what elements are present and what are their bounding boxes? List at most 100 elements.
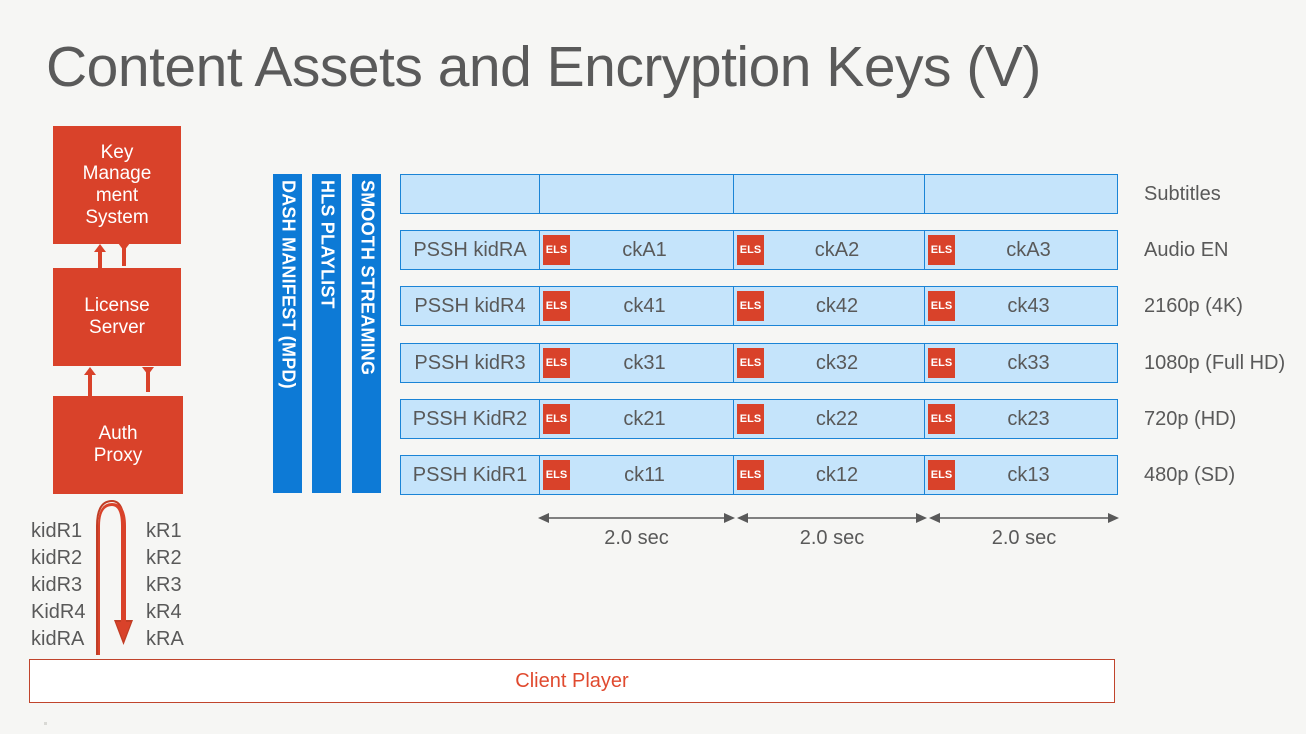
pssh-cell: PSSH kidRA <box>401 231 540 269</box>
els-badge[interactable]: ELS <box>543 460 570 490</box>
track-label-2160p: 2160p (4K) <box>1144 295 1243 317</box>
els-badge[interactable]: ELS <box>928 404 955 434</box>
key-column: kR1 kR2 kR3 kR4 kRA <box>146 518 184 653</box>
segment-cell[interactable]: ELS ck43 <box>925 287 1116 325</box>
auth-line-1: Auth <box>98 423 138 445</box>
segment-cell[interactable] <box>734 175 925 213</box>
duration-label-1: 2.0 sec <box>604 527 669 549</box>
track-label-480p: 480p (SD) <box>1144 464 1236 486</box>
table-row[interactable]: PSSH kidRA ELS ckA1 ELS ckA2 ELS ckA3 <box>400 230 1118 270</box>
segment-cell[interactable]: ELS ck32 <box>734 344 925 382</box>
content-key-label: ck12 <box>815 463 859 486</box>
els-badge[interactable]: ELS <box>737 235 764 265</box>
pssh-label: PSSH kidR3 <box>414 351 526 374</box>
auth-proxy-box[interactable]: Auth Proxy <box>53 396 183 494</box>
pssh-cell: PSSH KidR1 <box>401 456 540 494</box>
key-item: kR4 <box>146 601 182 623</box>
content-key-label: ck31 <box>623 351 666 374</box>
pssh-label: PSSH kidR4 <box>414 294 526 317</box>
els-badge[interactable]: ELS <box>928 291 955 321</box>
content-key-label: ck43 <box>1007 294 1050 317</box>
pssh-label: PSSH kidRA <box>413 238 527 261</box>
kms-line-1: Key <box>100 141 134 163</box>
content-key-label: ck22 <box>815 407 859 430</box>
kms-line-3: ment <box>95 185 139 206</box>
kid-item: KidR4 <box>31 601 86 623</box>
auth-proxy-label: Auth Proxy <box>94 423 143 466</box>
license-server-box[interactable]: License Server <box>53 268 181 366</box>
key-delivery-ribbon-arrow <box>96 500 133 655</box>
dash-manifest-bar[interactable]: DASH MANIFEST (MPD) <box>273 174 302 493</box>
els-badge[interactable]: ELS <box>543 235 570 265</box>
content-key-label: ck33 <box>1007 351 1050 374</box>
segment-cell[interactable] <box>540 175 734 213</box>
els-badge[interactable]: ELS <box>928 348 955 378</box>
pssh-cell: PSSH KidR2 <box>401 400 540 438</box>
content-key-label: ck42 <box>815 294 859 317</box>
kms-line-2: Manage <box>82 163 152 185</box>
duration-label-2: 2.0 sec <box>799 527 865 549</box>
segment-cell[interactable]: ELS ck12 <box>734 456 925 494</box>
content-key-label: ck13 <box>1007 463 1050 486</box>
kid-item: kidR1 <box>31 520 83 542</box>
segment-cell[interactable]: ELS ck21 <box>540 400 734 438</box>
els-badge[interactable]: ELS <box>928 460 955 490</box>
pssh-cell: PSSH kidR4 <box>401 287 540 325</box>
license-server-label: License Server <box>84 295 150 338</box>
segment-cell[interactable]: ELS ck22 <box>734 400 925 438</box>
els-badge[interactable]: ELS <box>737 404 764 434</box>
segment-cell[interactable]: ELS ck42 <box>734 287 925 325</box>
segment-cell[interactable]: ELS ck41 <box>540 287 734 325</box>
key-item: kRA <box>146 628 184 650</box>
duration-label-3: 2.0 sec <box>991 527 1057 549</box>
table-row[interactable]: PSSH kidR3 ELS ck31 ELS ck32 ELS ck33 <box>400 343 1118 383</box>
table-row[interactable]: PSSH KidR2 ELS ck21 ELS ck22 ELS ck23 <box>400 399 1118 439</box>
key-item: kR3 <box>146 574 182 596</box>
els-badge[interactable]: ELS <box>737 460 764 490</box>
content-key-label: ckA3 <box>1006 238 1051 261</box>
segment-cell[interactable]: ELS ck13 <box>925 456 1116 494</box>
content-key-label: ckA2 <box>814 238 860 261</box>
table-row[interactable] <box>400 174 1118 214</box>
client-player-bar[interactable]: Client Player <box>29 659 1115 703</box>
els-badge[interactable]: ELS <box>928 235 955 265</box>
table-row[interactable]: PSSH kidR4 ELS ck41 ELS ck42 ELS ck43 <box>400 286 1118 326</box>
kms-line-4: System <box>85 206 149 228</box>
segment-cell[interactable]: ELS ckA1 <box>540 231 734 269</box>
kid-item: kidR3 <box>31 574 83 596</box>
table-row[interactable]: PSSH KidR1 ELS ck11 ELS ck12 ELS ck13 <box>400 455 1118 495</box>
segment-cell[interactable]: ELS ckA3 <box>925 231 1116 269</box>
smooth-streaming-bar[interactable]: SMOOTH STREAMING <box>352 174 381 493</box>
hls-playlist-bar[interactable]: HLS PLAYLIST <box>312 174 341 493</box>
els-badge[interactable]: ELS <box>543 291 570 321</box>
els-badge[interactable]: ELS <box>737 348 764 378</box>
segment-cell[interactable]: ELS ck23 <box>925 400 1116 438</box>
segment-cell[interactable]: ELS ck33 <box>925 344 1116 382</box>
pssh-label: PSSH KidR2 <box>412 407 528 430</box>
track-label-720p: 720p (HD) <box>1144 408 1237 430</box>
kid-item: kidR2 <box>31 547 83 569</box>
key-management-system-box[interactable]: Key Manage ment System <box>53 126 181 244</box>
pssh-cell <box>401 175 540 213</box>
segment-cell[interactable]: ELS ck31 <box>540 344 734 382</box>
segment-cell[interactable]: ELS ck11 <box>540 456 734 494</box>
content-key-label: ckA1 <box>622 238 667 261</box>
content-key-label: ck11 <box>624 463 665 486</box>
content-key-label: ck41 <box>623 294 666 317</box>
kid-item: kidRA <box>31 628 85 650</box>
auth-line-2: Proxy <box>93 445 143 466</box>
pssh-cell: PSSH kidR3 <box>401 344 540 382</box>
track-label-subtitles: Subtitles <box>1144 183 1221 205</box>
track-label-1080p: 1080p (Full HD) <box>1144 352 1286 374</box>
els-badge[interactable]: ELS <box>737 291 764 321</box>
els-badge[interactable]: ELS <box>543 404 570 434</box>
track-label-audio-en: Audio EN <box>1144 239 1229 261</box>
kid-column: kidR1 kidR2 kidR3 KidR4 kidRA <box>31 518 85 653</box>
els-badge[interactable]: ELS <box>543 348 570 378</box>
content-key-label: ck23 <box>1007 407 1050 430</box>
page-title: Content Assets and Encryption Keys (V) <box>46 35 1041 99</box>
decorative-speck <box>44 722 47 725</box>
client-player-label: Client Player <box>515 669 629 692</box>
segment-cell[interactable]: ELS ckA2 <box>734 231 925 269</box>
